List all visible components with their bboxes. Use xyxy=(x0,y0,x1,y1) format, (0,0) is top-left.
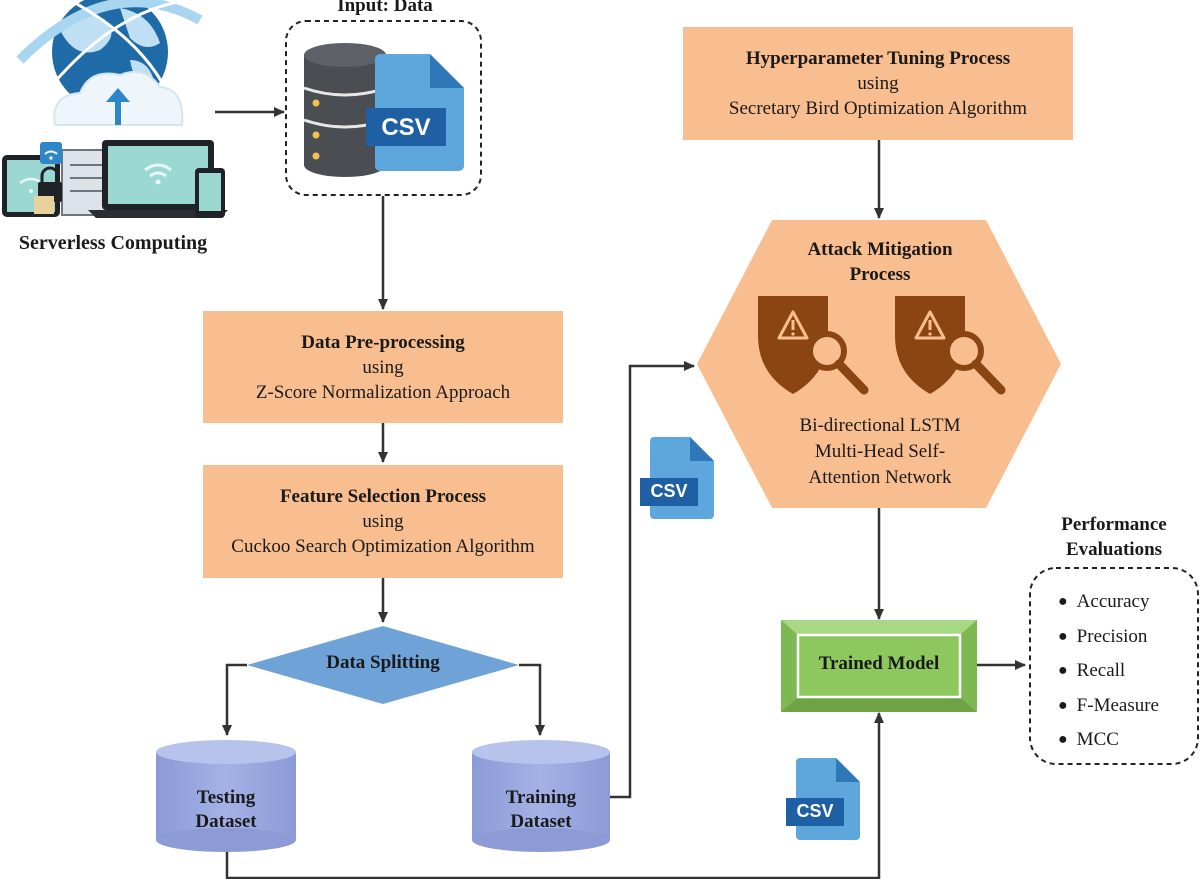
input-data-box xyxy=(285,20,482,196)
csv-label-training: CSV xyxy=(650,481,688,501)
hyperparameter-tuning-box: Hyperparameter Tuning Process using Secr… xyxy=(683,27,1073,140)
preprocessing-using: using xyxy=(362,356,404,378)
serverless-computing-label: Serverless Computing xyxy=(18,232,208,254)
performance-evaluations-title: Performance Evaluations xyxy=(1030,512,1198,562)
performance-metrics-list: Accuracy Precision Recall F-Measure MCC xyxy=(1058,585,1159,758)
metric-item: Precision xyxy=(1058,620,1159,655)
metric-item: Accuracy xyxy=(1058,585,1159,620)
shield-search-icon-right xyxy=(895,296,1006,395)
hyperparameter-using: using xyxy=(857,73,899,94)
metric-item: MCC xyxy=(1058,723,1159,758)
training-dataset-label: Training Dataset xyxy=(472,786,610,834)
csv-label-input: CSV xyxy=(381,114,431,141)
csv-label-testing: CSV xyxy=(796,801,834,821)
mitigation-line1: Bi-directional LSTM xyxy=(799,415,961,436)
performance-evaluations-box xyxy=(1029,567,1199,765)
feature-selection-using: using xyxy=(362,511,404,532)
training-line1: Training xyxy=(505,787,577,808)
training-dataset-cylinder xyxy=(472,740,610,852)
training-line2: Dataset xyxy=(510,811,572,832)
preprocessing-title: Data Pre-processing xyxy=(301,331,465,353)
attack-mitigation-title: Attack Mitigation Process xyxy=(760,237,1000,287)
input-data-title: Input: Data xyxy=(337,0,433,16)
data-splitting-label: Data Splitting xyxy=(326,652,440,673)
attack-mitigation-method: Bi-directional LSTM Multi-Head Self- Att… xyxy=(760,413,1000,491)
feature-selection-title: Feature Selection Process xyxy=(279,486,487,507)
data-preprocessing-box: Data Pre-processing using Z-Score Normal… xyxy=(203,311,563,423)
mitigation-title-line1: Attack Mitigation xyxy=(807,239,953,260)
hyperparameter-method: Secretary Bird Optimization Algorithm xyxy=(728,98,1028,119)
performance-title-line2: Evaluations xyxy=(1065,539,1163,560)
metric-item: Recall xyxy=(1058,654,1159,689)
connector-arrows xyxy=(215,107,1026,879)
performance-title-line1: Performance xyxy=(1061,514,1167,535)
attack-mitigation-hexagon xyxy=(697,220,1061,508)
serverless-computing-icon xyxy=(2,0,228,218)
mitigation-line2: Multi-Head Self- xyxy=(814,441,946,462)
trained-model-frame xyxy=(781,620,977,712)
preprocessing-method: Z-Score Normalization Approach xyxy=(255,381,511,403)
metric-item: F-Measure xyxy=(1058,689,1159,724)
trained-model-label: Trained Model xyxy=(818,653,940,674)
hyperparameter-title: Hyperparameter Tuning Process xyxy=(745,48,1011,69)
testing-dataset-cylinder xyxy=(156,740,296,852)
feature-selection-box: Feature Selection Process using Cuckoo S… xyxy=(203,465,563,578)
csv-file-icon-training xyxy=(640,437,714,519)
testing-line1: Testing xyxy=(196,787,256,808)
csv-file-icon-input xyxy=(366,54,464,171)
data-splitting-diamond xyxy=(247,626,519,704)
shield-search-icon-left xyxy=(758,296,869,395)
mitigation-title-line2: Process xyxy=(849,264,911,285)
feature-selection-method: Cuckoo Search Optimization Algorithm xyxy=(231,536,535,557)
csv-file-icon-testing xyxy=(786,758,860,840)
mitigation-line3: Attention Network xyxy=(808,467,952,488)
testing-dataset-label: Testing Dataset xyxy=(156,786,296,834)
testing-line2: Dataset xyxy=(195,811,257,832)
